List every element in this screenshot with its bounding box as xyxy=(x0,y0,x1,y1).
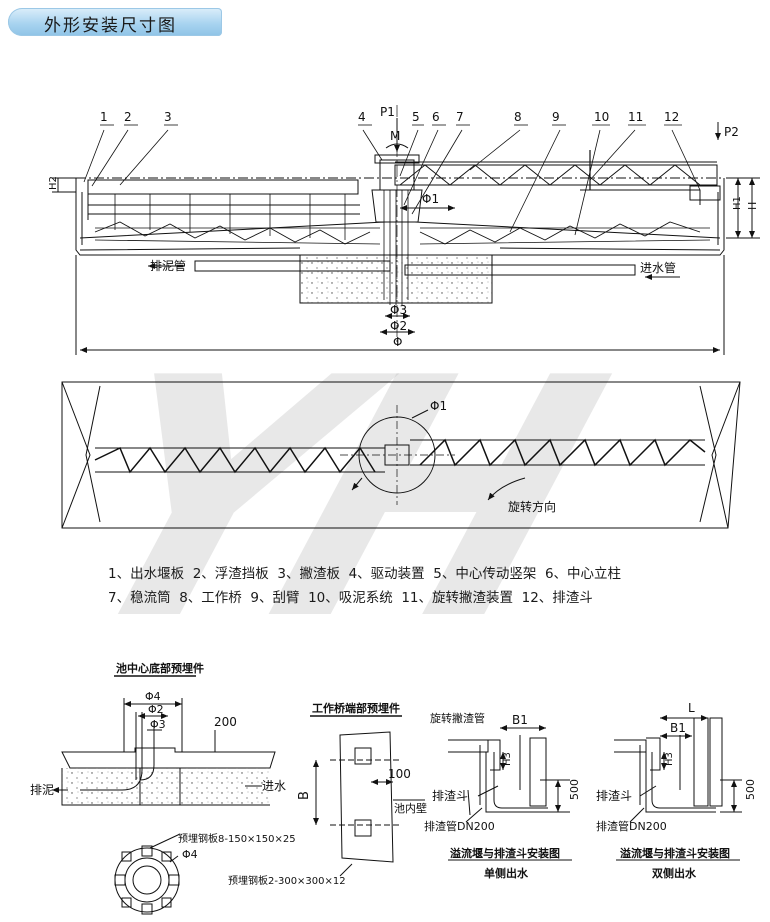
title-banner: 外形安装尺寸图 xyxy=(8,8,222,36)
legend-item: 10、吸泥系统 xyxy=(308,590,393,606)
detail-center-plate: 预埋钢板8-150×150×25 xyxy=(178,832,296,845)
detail-single-sub: 单侧出水 xyxy=(484,866,529,880)
label-p2: P2 xyxy=(724,125,739,139)
legend-line-2: 7、稳流筒 8、工作桥 9、刮臂 10、吸泥系统 11、旋转撇渣装置 12、排渣… xyxy=(108,586,593,606)
label-h1: H1 xyxy=(732,196,743,210)
rotation-label: 旋转方向 xyxy=(508,499,556,514)
callout-11: 11 xyxy=(628,110,643,124)
label-p1: P1 xyxy=(380,105,395,119)
legend-item: 8、工作桥 xyxy=(179,590,242,606)
label-h2: H2 xyxy=(48,176,59,190)
detail-single-h3: H3 xyxy=(502,752,513,766)
page-title: 外形安装尺寸图 xyxy=(44,16,177,36)
legend-item: 2、浮渣挡板 xyxy=(192,566,269,582)
label-sludge-pipe: 排泥管 xyxy=(150,258,186,273)
label-phi3: Φ3 xyxy=(390,303,407,317)
detail-bridge-wall: 池内壁 xyxy=(394,801,427,815)
detail-double-caption: 溢流堰与排渣斗安装图 xyxy=(620,846,730,860)
legend-item: 4、驱动装置 xyxy=(348,566,425,582)
plan-view xyxy=(61,381,741,529)
detail-single-500: 500 xyxy=(568,779,581,800)
label-phi2: Φ2 xyxy=(390,319,407,333)
label-h: H xyxy=(746,202,759,210)
detail-double-hopper: 排渣斗 xyxy=(596,789,632,803)
detail-center-phi4b: Φ4 xyxy=(182,848,198,861)
label-phi1: Φ1 xyxy=(422,192,439,206)
detail-double-l: L xyxy=(688,701,695,715)
detail-double xyxy=(614,715,742,861)
detail-double-h3: H3 xyxy=(664,752,675,766)
legend-item: 11、旋转撇渣装置 xyxy=(401,590,514,606)
detail-center-inlet: 进水 xyxy=(262,779,286,793)
label-inlet-pipe: 进水管 xyxy=(640,260,676,275)
legend-item: 1、出水堰板 xyxy=(108,566,185,582)
callout-6: 6 xyxy=(432,110,440,124)
callout-8: 8 xyxy=(514,110,522,124)
detail-center-phi2: Φ2 xyxy=(148,703,164,716)
callout-9: 9 xyxy=(552,110,560,124)
label-m: M xyxy=(390,129,400,143)
detail-center-title: 池中心底部预埋件 xyxy=(116,661,204,675)
legend-item: 7、稳流筒 xyxy=(108,590,171,606)
detail-center-phi4: Φ4 xyxy=(145,690,161,703)
callout-7: 7 xyxy=(456,110,464,124)
callout-5: 5 xyxy=(412,110,420,124)
callout-2: 2 xyxy=(124,110,132,124)
legend-item: 3、撇渣板 xyxy=(277,566,340,582)
detail-single-drain: 排渣管DN200 xyxy=(424,819,495,833)
detail-single-pipe: 旋转撇渣管 xyxy=(430,711,485,725)
detail-center-sludge: 排泥 xyxy=(30,783,54,797)
legend-item: 5、中心传动竖架 xyxy=(433,566,537,582)
callout-3: 3 xyxy=(164,110,172,124)
detail-bridge-title: 工作桥端部预埋件 xyxy=(312,701,400,715)
detail-center xyxy=(52,675,276,915)
legend-line-1: 1、出水堰板 2、浮渣挡板 3、撇渣板 4、驱动装置 5、中心传动竖架 6、中心… xyxy=(108,562,621,582)
detail-bridge xyxy=(310,715,425,877)
callout-10: 10 xyxy=(594,110,609,124)
callout-1: 1 xyxy=(100,110,108,124)
detail-double-sub: 双侧出水 xyxy=(652,866,697,880)
detail-bridge-b: B xyxy=(297,791,312,800)
elevation-view xyxy=(52,105,760,355)
detail-double-b1: B1 xyxy=(670,721,686,735)
detail-single-b1: B1 xyxy=(512,713,528,727)
detail-double-drain: 排渣管DN200 xyxy=(596,819,667,833)
legend-item: 12、排渣斗 xyxy=(521,590,593,606)
detail-bridge-dim100: 100 xyxy=(388,767,411,781)
callout-4: 4 xyxy=(358,110,366,124)
callout-12: 12 xyxy=(664,110,679,124)
label-phi: Φ xyxy=(393,335,402,349)
detail-center-phi3: Φ3 xyxy=(150,718,166,731)
detail-double-500: 500 xyxy=(744,779,757,800)
detail-single-hopper: 排渣斗 xyxy=(432,789,468,803)
detail-center-dim200: 200 xyxy=(214,715,237,729)
detail-bridge-plate: 预埋钢板2-300×300×12 xyxy=(228,874,346,887)
legend-item: 9、刮臂 xyxy=(250,590,300,606)
detail-single xyxy=(448,725,572,861)
detail-single-caption: 溢流堰与排渣斗安装图 xyxy=(450,846,560,860)
plan-label-phi1: Φ1 xyxy=(430,399,447,413)
legend-item: 6、中心立柱 xyxy=(544,566,622,582)
